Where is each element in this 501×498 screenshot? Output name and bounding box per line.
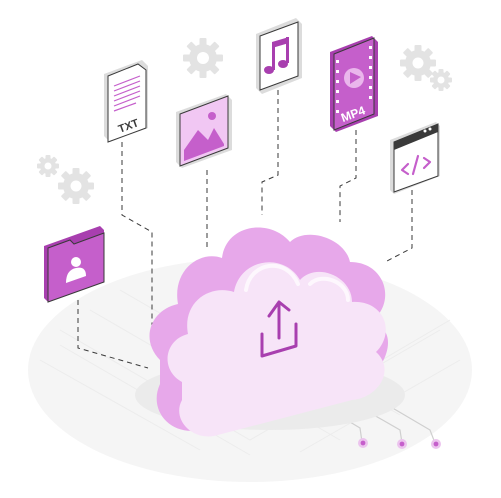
upload-arrow-icon (260, 300, 298, 358)
connector-lines (77, 90, 413, 369)
cloud-upload-icon (149, 227, 389, 437)
mp4-video-file-icon: MP4 (330, 36, 378, 132)
image-file-icon (176, 94, 232, 168)
code-window-icon (390, 122, 440, 194)
music-file-icon (256, 18, 302, 94)
circuit-nodes (358, 438, 441, 449)
gear-icon (183, 38, 223, 78)
txt-file-icon: TXT (104, 60, 148, 143)
user-folder-icon (44, 226, 105, 303)
gear-icon (37, 155, 94, 204)
gear-icon (400, 45, 452, 91)
